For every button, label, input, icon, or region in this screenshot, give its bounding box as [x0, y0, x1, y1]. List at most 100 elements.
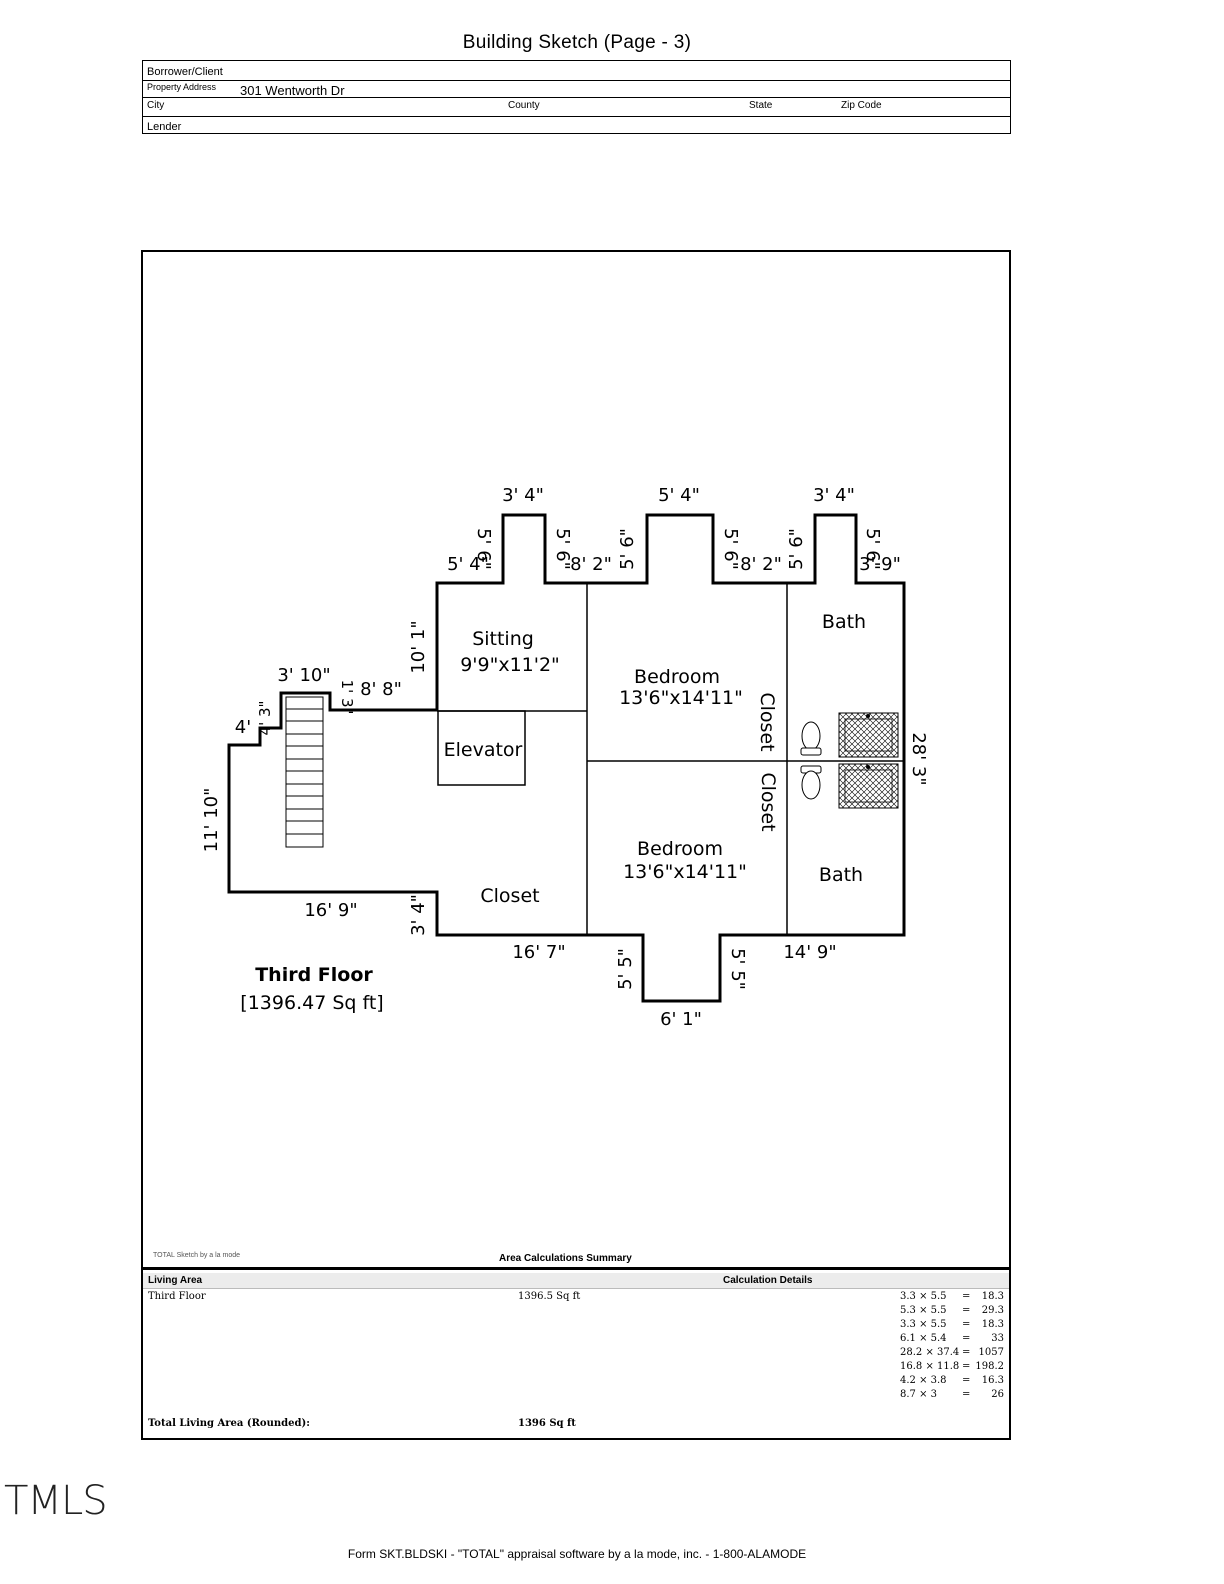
calc-result: 1057 — [978, 1347, 1004, 1358]
toilet-icon — [800, 765, 822, 800]
calc-eq: = — [962, 1375, 971, 1386]
dim-left-bump-right: 5' 6" — [552, 528, 573, 570]
calc-eq: = — [962, 1291, 971, 1302]
location-row: City County State Zip Code — [143, 97, 1010, 117]
total-living-area-label: Total Living Area (Rounded): — [148, 1418, 310, 1429]
calc-eq: = — [962, 1333, 971, 1344]
dim-bottom-3-4: 3' 4" — [408, 894, 429, 936]
calc-row: 3.3 × 5.5 = 18.3 — [900, 1319, 1004, 1333]
interior-walls — [437, 583, 904, 935]
calc-result: 18.3 — [981, 1291, 1004, 1302]
calc-row: 28.2 × 37.4= 1057 — [900, 1347, 1004, 1361]
dim-top-8-2-a: 8' 2" — [570, 554, 612, 575]
dim-right-bump-right: 5' 6" — [862, 528, 883, 570]
calc-expr: 6.1 × 5.4 — [900, 1333, 947, 1344]
calc-expr: 8.7 × 3 — [900, 1389, 938, 1400]
calc-result: 18.3 — [981, 1319, 1004, 1330]
property-address-value: 301 Wentworth Dr — [240, 83, 345, 98]
calc-expr: 28.2 × 37.4 — [900, 1347, 960, 1358]
dim-top-3-9: 3' 9" — [859, 554, 901, 575]
toilet-icon — [800, 721, 822, 756]
calc-row: 16.8 × 11.8= 198.2 — [900, 1361, 1004, 1375]
dim-bottom-16-7: 16' 7" — [512, 942, 565, 963]
shower-icon — [838, 763, 899, 809]
dim-mid-bump-left: 5' 6" — [617, 528, 638, 570]
summary-header-row: Living Area Calculation Details — [143, 1273, 1009, 1289]
floor-area: [1396.47 Sq ft] — [240, 992, 383, 1014]
zip-label: Zip Code — [841, 100, 882, 111]
calc-expr: 5.3 × 5.5 — [900, 1305, 947, 1316]
room-label-closet-lower: Closet — [757, 772, 779, 831]
dim-top-left-bump: 3' 4" — [502, 485, 544, 506]
calc-expr: 4.2 × 3.8 — [900, 1375, 947, 1386]
total-living-area-value: 1396 Sq ft — [518, 1418, 576, 1429]
borrower-label: Borrower/Client — [147, 66, 223, 78]
room-label-bedroom-1: Bedroom — [634, 666, 720, 688]
calc-details-header: Calculation Details — [723, 1275, 813, 1286]
county-label: County — [508, 100, 540, 111]
dim-step-1-3: 1' 3" — [338, 680, 356, 715]
dim-bottom-bump-right: 5' 5" — [727, 948, 748, 990]
calc-row: 4.2 × 3.8 = 16.3 — [900, 1375, 1004, 1389]
room-label-bedroom-2: Bedroom — [637, 838, 723, 860]
calc-row: 5.3 × 5.5 = 29.3 — [900, 1305, 1004, 1319]
dim-bottom-bump-left: 5' 5" — [615, 948, 636, 990]
calc-eq: = — [962, 1361, 971, 1372]
city-label: City — [147, 100, 165, 111]
address-row: Property Address 301 Wentworth Dr — [143, 80, 1010, 98]
calc-row: 8.7 × 3=26 — [900, 1389, 1004, 1403]
state-label: State — [749, 100, 773, 111]
property-header: Borrower/Client Property Address 301 Wen… — [142, 60, 1011, 134]
elevator-shaft — [437, 710, 526, 786]
room-label-bath-2: Bath — [819, 864, 863, 886]
room-dim-sitting: 9'9"x11'2" — [460, 654, 560, 676]
area-row-value: 1396.5 Sq ft — [518, 1291, 581, 1302]
calc-result: 33 — [991, 1333, 1004, 1344]
calc-expr: 3.3 × 5.5 — [900, 1319, 947, 1330]
dim-top-right-bump: 3' 4" — [813, 485, 855, 506]
dim-top-5-4: 5' 4" — [447, 554, 489, 575]
dim-top-8-2-b: 8' 2" — [740, 554, 782, 575]
room-label-elevator: Elevator — [444, 739, 523, 761]
form-footer: Form SKT.BLDSKI - "TOTAL" appraisal soft… — [347, 1547, 807, 1561]
calc-result: 16.3 — [981, 1375, 1004, 1386]
calc-expr: 16.8 × 11.8 — [900, 1361, 960, 1372]
floor-name: Third Floor — [255, 964, 373, 986]
dim-bottom-6-1: 6' 1" — [660, 1009, 702, 1030]
calc-row: 6.1 × 5.4 = 33 — [900, 1333, 1004, 1347]
calc-result: 198.2 — [975, 1361, 1004, 1372]
sketch-frame — [141, 250, 1011, 1440]
staircase — [285, 696, 324, 848]
dim-top-mid-bump: 5' 4" — [658, 485, 700, 506]
calc-expr: 3.3 × 5.5 — [900, 1291, 947, 1302]
summary-title: Area Calculations Summary — [499, 1253, 632, 1264]
sketch-credit: TOTAL Sketch by a la mode — [153, 1252, 241, 1259]
dim-step-8-8: 8' 8" — [360, 679, 402, 700]
area-row-name: Third Floor — [148, 1291, 206, 1302]
dim-stair-3-10: 3' 10" — [277, 665, 330, 686]
lender-row: Lender — [143, 116, 1010, 134]
lender-label: Lender — [147, 121, 182, 133]
dim-mid-bump-right: 5' 6" — [720, 528, 741, 570]
room-label-sitting: Sitting — [472, 628, 534, 650]
calc-eq: = — [962, 1319, 971, 1330]
mls-logo: TMLS — [4, 1478, 108, 1524]
dim-left-4: 4' — [235, 717, 251, 738]
dim-right-bump-left: 5' 6" — [786, 528, 807, 570]
dim-bottom-16-9: 16' 9" — [304, 900, 357, 921]
calc-eq: = — [962, 1347, 971, 1358]
area-summary-table: Living Area Calculation Details Third Fl… — [143, 1267, 1009, 1441]
dim-left-bump-left: 5' 6" — [473, 528, 494, 570]
exterior-wall — [227, 513, 906, 1003]
room-label-closet: Closet — [480, 885, 539, 907]
room-dim-bedroom-2: 13'6"x14'11" — [623, 861, 747, 883]
calc-result: 29.3 — [981, 1305, 1004, 1316]
calc-eq: = — [962, 1305, 971, 1316]
dim-left-11-10: 11' 10" — [201, 788, 222, 853]
room-dim-bedroom-1: 13'6"x14'11" — [619, 687, 743, 709]
living-area-header: Living Area — [148, 1275, 203, 1286]
calc-row: 3.3 × 5.5 = 18.3 — [900, 1291, 1004, 1305]
page-title: Building Sketch (Page - 3) — [462, 32, 692, 53]
shower-icon — [838, 712, 899, 758]
